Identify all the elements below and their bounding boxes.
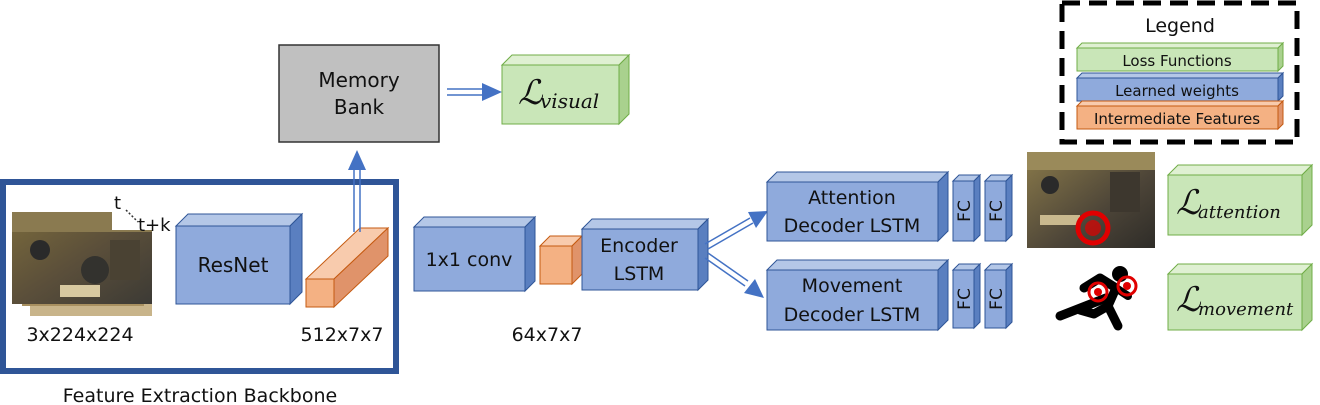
backbone-title: Feature Extraction Backbone (63, 385, 337, 405)
movement-loss-symbol: ℒ (1176, 280, 1202, 320)
memory-bank-line2: Bank (334, 95, 385, 119)
legend-loss-swatch (1075, 41, 1285, 73)
visual-loss-box (500, 53, 631, 126)
attention-fc-1-label: FC (955, 200, 975, 222)
conv-block (412, 215, 537, 293)
conv-feature-block (538, 234, 584, 286)
memory-bank-box (278, 44, 440, 143)
tk-label: t+k (138, 215, 171, 236)
feature-dim-label: 512x7x7 (301, 324, 384, 346)
resnet-block (174, 212, 304, 306)
conv-dim-label: 64x7x7 (512, 324, 583, 346)
movement-loss-box (1166, 262, 1314, 332)
movement-fc-2 (983, 262, 1014, 330)
attention-loss-symbol: ℒ (1176, 183, 1202, 223)
attention-decoder-line1: Attention (808, 187, 896, 209)
running-person-icon (1055, 266, 1138, 331)
attention-output-image (1027, 152, 1155, 248)
visual-loss-symbol: ℒ (518, 73, 544, 113)
movement-fc-1 (951, 262, 982, 330)
attention-decoder-block (765, 170, 950, 243)
legend-learned-label: Learned weights (1115, 82, 1239, 100)
t-label: t (114, 193, 121, 214)
movement-decoder-line1: Movement (802, 275, 903, 297)
legend-loss-label: Loss Functions (1122, 52, 1231, 70)
conv-label: 1x1 conv (426, 249, 513, 271)
visual-loss-sub: visual (540, 89, 599, 113)
attention-fc-1 (951, 173, 982, 243)
encoder-line1: Encoder (600, 235, 678, 257)
attention-fc-2-label: FC (987, 200, 1007, 222)
t-dotted-line (125, 209, 139, 223)
feature-backbone-frame (0, 179, 399, 374)
memory-bank-line1: Memory (318, 68, 400, 92)
attention-fc-2 (983, 173, 1014, 243)
to-attention-decoder-arrow (704, 211, 768, 250)
attention-loss-box (1166, 163, 1314, 237)
resnet-label: ResNet (198, 253, 269, 277)
movement-decoder-line2: Decoder LSTM (784, 304, 921, 326)
legend-intermediate-swatch (1075, 99, 1285, 131)
encoder-line2: LSTM (614, 263, 665, 285)
movement-loss-sub: movement (1198, 299, 1294, 320)
to-movement-decoder-arrow (704, 252, 764, 298)
t-label-mask (112, 190, 172, 230)
movement-fc-2-label: FC (987, 288, 1007, 310)
movement-decoder-block (765, 258, 950, 332)
to-memory-arrow (348, 150, 366, 232)
encoder-lstm-block (580, 217, 710, 292)
legend-intermediate-label: Intermediate Features (1094, 110, 1260, 128)
input-dim-label: 3x224x224 (26, 324, 133, 346)
legend-title: Legend (1145, 15, 1215, 37)
attention-decoder-line2: Decoder LSTM (784, 215, 921, 237)
to-visual-loss-arrow (447, 83, 502, 101)
movement-fc-1-label: FC (955, 288, 975, 310)
attention-loss-sub: attention (1198, 202, 1281, 223)
resnet-feature-block (304, 226, 390, 309)
